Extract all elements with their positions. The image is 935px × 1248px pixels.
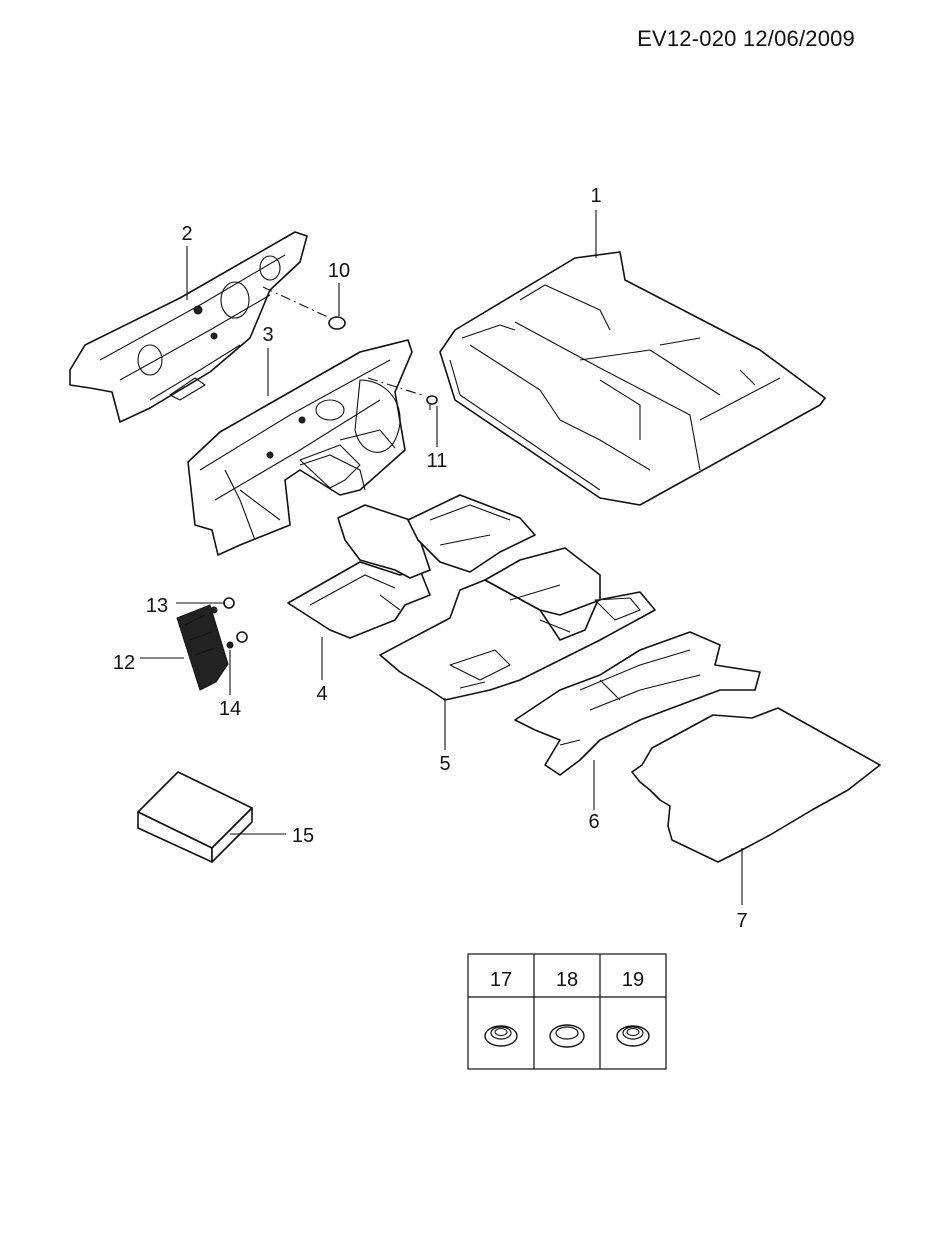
part-10-plug[interactable] xyxy=(262,286,346,330)
plug-18-label: 18 xyxy=(556,969,578,991)
part-tunnel-insulator[interactable] xyxy=(407,494,536,573)
part-5-rear-floor-insulator[interactable] xyxy=(379,547,656,701)
callout-6: 6 xyxy=(588,811,599,833)
drawing-code: EV12-020 12/06/2009 xyxy=(637,26,855,51)
part-3-dash-insulator-inner[interactable] xyxy=(187,339,413,556)
part-11-clip[interactable] xyxy=(367,377,438,410)
part-12-pedal-pad[interactable] xyxy=(176,604,229,691)
plug-19-label: 19 xyxy=(622,969,644,991)
callout-labels: 1 2 3 4 5 6 7 10 11 12 13 14 15 xyxy=(113,185,748,932)
part-15-pad[interactable] xyxy=(137,771,253,863)
callout-2: 2 xyxy=(181,223,192,245)
callout-11: 11 xyxy=(427,450,448,472)
plugs-table: 17 18 19 xyxy=(467,953,667,1070)
part-2-dash-insulator-outer[interactable] xyxy=(69,231,308,423)
part-14-grommet[interactable] xyxy=(226,631,248,649)
part-1-floor-carpet[interactable] xyxy=(439,251,826,506)
callout-14: 14 xyxy=(219,698,241,720)
callout-10: 10 xyxy=(328,260,350,282)
part-6-rear-insulator[interactable] xyxy=(514,631,761,776)
plug-18-icon xyxy=(549,1024,585,1048)
plug-19-icon xyxy=(616,1025,650,1047)
callout-3: 3 xyxy=(262,324,273,346)
part-4-front-floor-insulator[interactable] xyxy=(287,504,431,639)
leader-lines xyxy=(140,210,743,905)
plug-17-icon xyxy=(484,1025,518,1047)
callout-13: 13 xyxy=(146,595,168,617)
callout-7: 7 xyxy=(736,910,747,932)
plug-17-label: 17 xyxy=(490,969,512,991)
callout-5: 5 xyxy=(439,753,450,775)
part-13-grommet[interactable] xyxy=(210,597,235,614)
callout-15: 15 xyxy=(292,825,314,847)
callout-12: 12 xyxy=(113,652,135,674)
callout-4: 4 xyxy=(316,683,327,705)
part-7-trunk-mat[interactable] xyxy=(631,707,881,863)
callout-1: 1 xyxy=(590,185,601,207)
